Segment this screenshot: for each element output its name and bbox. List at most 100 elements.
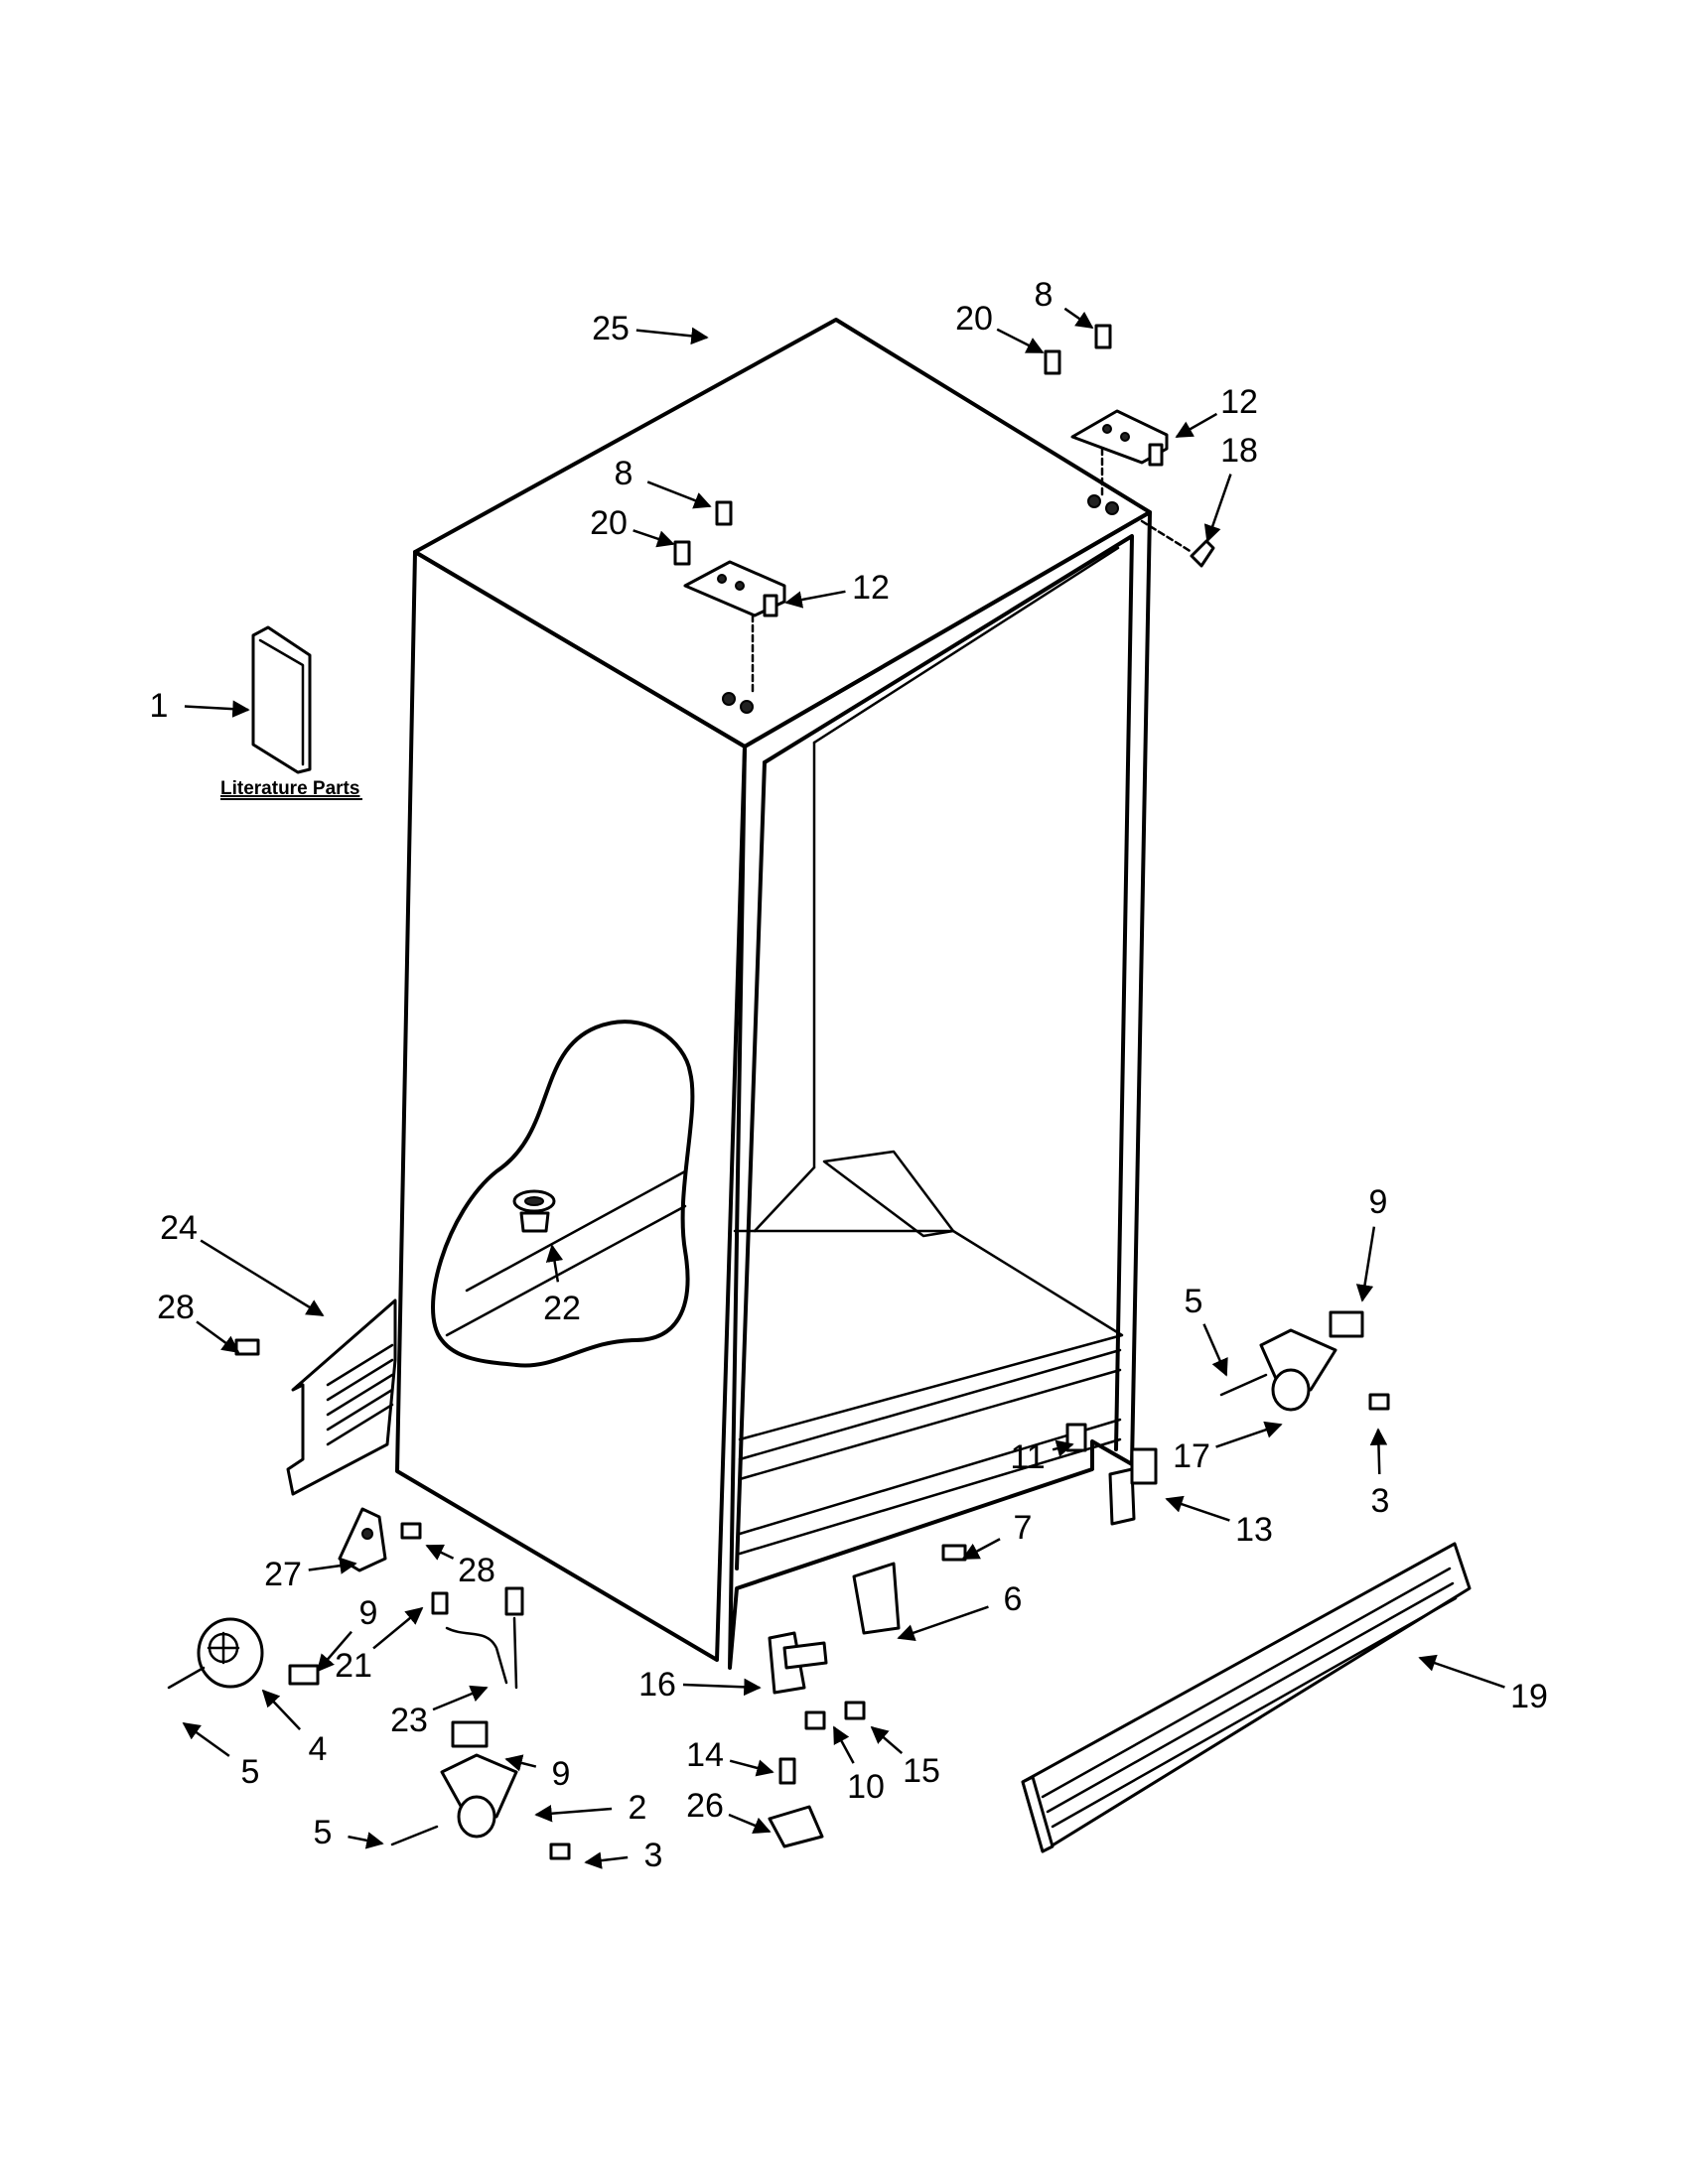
callout-leader-12	[1175, 412, 1218, 439]
top-hole-2	[740, 700, 754, 714]
cutaway-inner-line-1	[445, 1204, 687, 1337]
callout-label-5: 5	[314, 1814, 333, 1851]
interior-top-edge	[812, 546, 1120, 745]
callout-leader-3	[1369, 1428, 1388, 1475]
top-hole-3	[1087, 494, 1101, 508]
bracket-16	[768, 1631, 828, 1695]
callout-label-3: 3	[644, 1837, 663, 1874]
callout-label-2: 2	[629, 1789, 647, 1827]
callout-label-20: 20	[955, 300, 993, 338]
callout-label-3: 3	[1371, 1482, 1390, 1520]
callout-label-9: 9	[359, 1594, 378, 1632]
top-hole-4	[1105, 501, 1119, 515]
callout-label-15: 15	[903, 1752, 940, 1790]
callout-label-28: 28	[458, 1552, 495, 1589]
interior-ramp	[822, 1150, 955, 1238]
interior-floor-edge	[753, 1165, 816, 1233]
clip-11	[1065, 1423, 1087, 1452]
callout-leader-7	[961, 1538, 1001, 1561]
cutaway-inner-line-2	[465, 1169, 687, 1293]
grommet-part	[512, 1189, 556, 1233]
callout-leader-20	[633, 529, 675, 548]
bottom-rail-3	[738, 1418, 1122, 1536]
callout-leader-3	[584, 1851, 629, 1869]
top-screws	[673, 324, 1112, 566]
callout-leader-11	[1052, 1439, 1074, 1457]
screw-14	[778, 1757, 796, 1785]
clip-26	[768, 1805, 824, 1848]
callout-leader-14	[729, 1759, 774, 1777]
callout-label-20: 20	[590, 504, 628, 542]
callout-leader-9	[504, 1754, 537, 1772]
callout-label-17: 17	[1173, 1437, 1210, 1475]
callout-label-1: 1	[150, 687, 169, 725]
callout-leader-24	[200, 1239, 325, 1317]
callout-leader-19	[1418, 1654, 1505, 1689]
screws-left	[234, 1338, 449, 1615]
callout-label-19: 19	[1510, 1678, 1548, 1715]
callout-leader-9	[316, 1630, 352, 1673]
callout-label-16: 16	[638, 1666, 676, 1704]
callout-leader-25	[635, 327, 709, 345]
cabinet	[395, 318, 1152, 1670]
callout-leader-6	[897, 1605, 989, 1642]
top-hole-1	[722, 692, 736, 706]
callout-label-23: 23	[390, 1702, 428, 1739]
pad-9b	[451, 1720, 489, 1748]
callout-leader-13	[1165, 1495, 1230, 1522]
callout-leader-26	[728, 1813, 772, 1835]
callout-label-6: 6	[1004, 1580, 1023, 1618]
callout-leader-5	[348, 1832, 384, 1849]
callout-leader-12	[784, 590, 846, 609]
clip-leader	[1140, 519, 1194, 554]
screw-15	[844, 1701, 866, 1720]
callout-label-7: 7	[1014, 1509, 1033, 1547]
callout-label-8: 8	[615, 455, 633, 492]
condenser-coil	[286, 1298, 397, 1496]
callout-label-21: 21	[335, 1647, 372, 1685]
top-hinge-right	[1070, 409, 1169, 498]
literature-caption: Literature Parts	[220, 778, 359, 799]
callout-leader-5	[182, 1721, 230, 1757]
literature-parts	[251, 625, 312, 774]
callout-leader-1	[184, 700, 250, 718]
callout-label-5: 5	[1185, 1283, 1203, 1320]
callout-label-13: 13	[1235, 1511, 1273, 1549]
callout-leader-10	[832, 1725, 855, 1764]
callout-leader-22	[545, 1244, 564, 1283]
callout-leader-16	[682, 1678, 762, 1697]
top-hinge-left	[683, 560, 786, 697]
cabinet-top-face	[413, 318, 1152, 749]
hinge-13	[1108, 1447, 1158, 1526]
callout-label-27: 27	[264, 1556, 302, 1593]
bracket-6	[852, 1562, 901, 1635]
callout-label-12: 12	[852, 569, 890, 607]
callout-leader-23	[432, 1685, 489, 1711]
toe-grille	[1021, 1542, 1472, 1853]
callout-leader-9	[1355, 1226, 1376, 1302]
pad-9c	[1329, 1310, 1364, 1338]
callout-label-18: 18	[1220, 432, 1258, 470]
callout-leader-4	[261, 1689, 302, 1730]
callout-label-9: 9	[552, 1755, 571, 1793]
callout-leader-5	[1202, 1323, 1228, 1377]
cabinet-front-frame	[728, 510, 1152, 1670]
callout-label-26: 26	[686, 1787, 724, 1825]
callout-label-14: 14	[686, 1736, 724, 1774]
bottom-rail-2	[738, 1368, 1122, 1481]
callout-leader-8	[646, 480, 712, 509]
callout-label-5: 5	[241, 1753, 260, 1791]
callout-leader-28	[425, 1544, 455, 1561]
callout-label-22: 22	[543, 1290, 581, 1327]
clip-part	[1190, 539, 1215, 568]
callout-label-10: 10	[847, 1768, 885, 1806]
callout-label-8: 8	[1035, 276, 1054, 314]
cabinet-inner-edge	[763, 534, 1134, 1451]
callout-leader-27	[308, 1557, 357, 1574]
callout-leader-28	[196, 1320, 240, 1354]
bottom-rail-4	[738, 1437, 1122, 1556]
screw-7	[941, 1544, 967, 1562]
